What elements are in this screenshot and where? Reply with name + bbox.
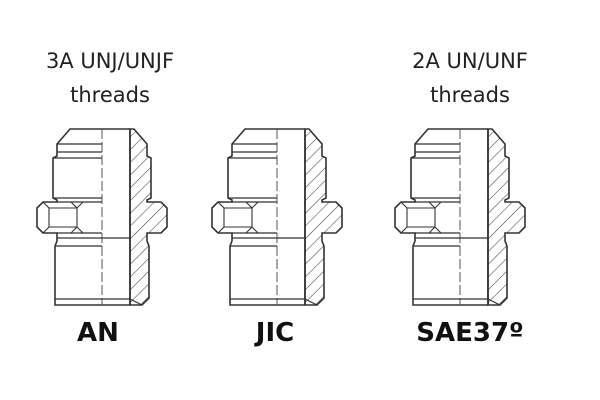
- thread-spec: 3A UNJ/UNJF: [45, 49, 175, 73]
- fitting-label-an: AN: [77, 318, 119, 348]
- fitting-jic-drawing: [211, 128, 343, 306]
- thread-note-left: 3A UNJ/UNJF threads: [0, 44, 220, 112]
- fitting-an-drawing: [36, 128, 168, 306]
- thread-word: threads: [70, 83, 150, 107]
- thread-word: threads: [430, 83, 510, 107]
- fitting-label-sae37: SAE37º: [416, 318, 524, 348]
- fitting-sae37-drawing: [394, 128, 526, 306]
- thread-note-right: 2A UN/UNF threads: [360, 44, 580, 112]
- thread-spec: 2A UN/UNF: [412, 49, 528, 73]
- fitting-label-jic: JIC: [255, 318, 295, 348]
